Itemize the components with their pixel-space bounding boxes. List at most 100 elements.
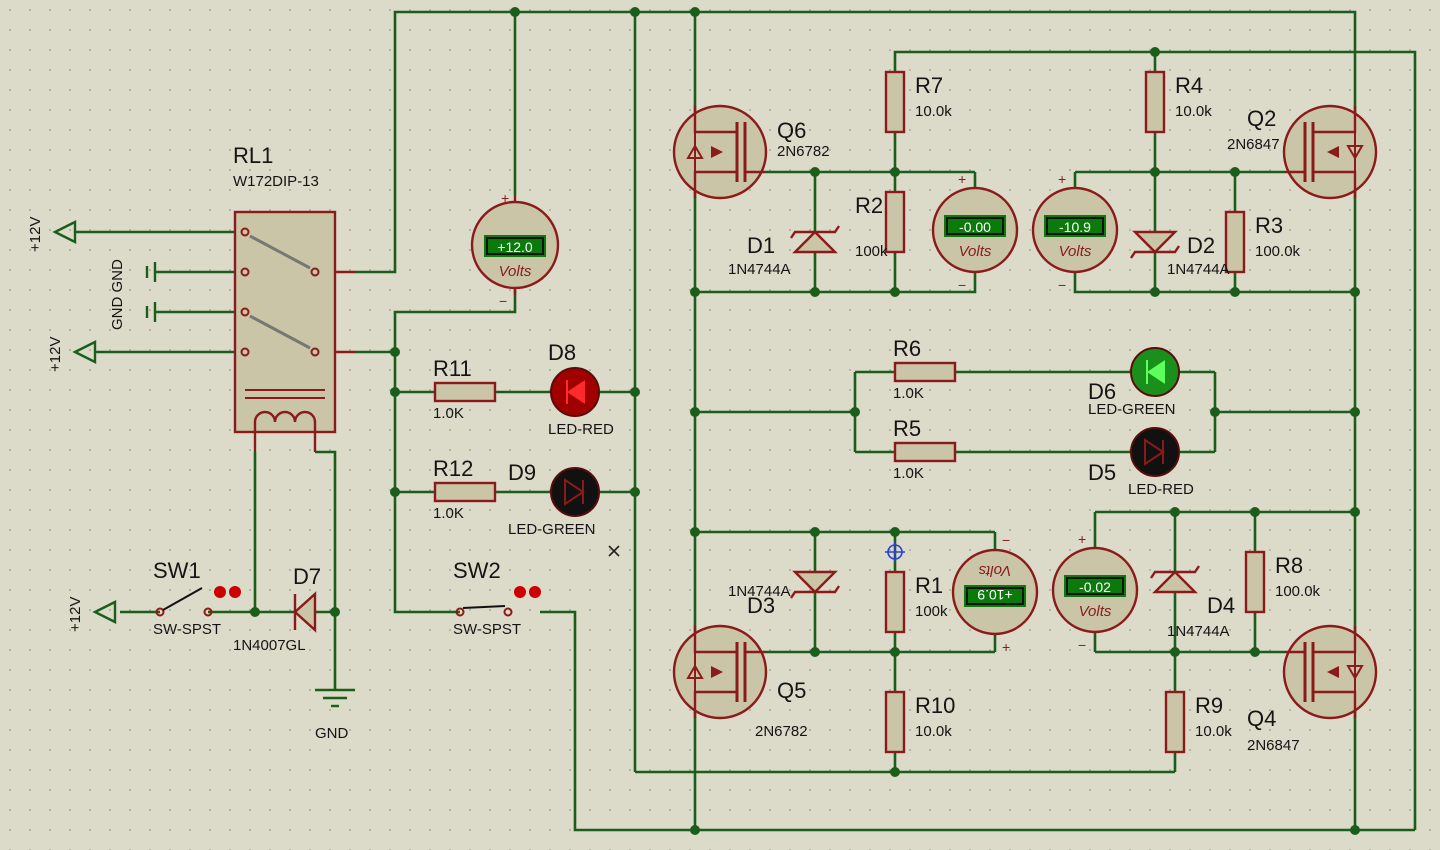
meter-plus: +: [958, 171, 966, 187]
meter-unit: Volts: [1079, 603, 1112, 620]
component-name: R8: [1275, 553, 1303, 578]
resistor-r2[interactable]: R2 100k: [855, 190, 906, 260]
component-value: 1N4744A: [1167, 261, 1230, 278]
switch-sw2[interactable]: SW2 SW-SPST: [453, 558, 541, 638]
power-terminal-sw1[interactable]: +12V: [67, 597, 117, 632]
ground-label: GND: [315, 725, 349, 742]
zener-diode-d2[interactable]: D2 1N4744A: [1130, 230, 1230, 278]
component-name: D9: [508, 460, 536, 485]
junction-nodes: [250, 7, 1360, 835]
resistor-r1[interactable]: R1 100k: [884, 570, 948, 634]
component-name: Q4: [1247, 706, 1276, 731]
switch-toggle-icon[interactable]: [229, 586, 241, 598]
component-value: W172DIP-13: [233, 173, 319, 190]
power-terminal-mid[interactable]: +12V: [47, 337, 97, 372]
voltmeter-m3[interactable]: -10.9 Volts + −: [1031, 171, 1119, 293]
mosfet-q2[interactable]: Q2 2N6847: [1227, 104, 1378, 200]
component-value: 1.0K: [433, 405, 464, 422]
component-value: 1N4744A: [1167, 623, 1230, 640]
component-name: R3: [1255, 213, 1283, 238]
switch-toggle-icon[interactable]: [214, 586, 226, 598]
component-name: D1: [747, 233, 775, 258]
led-d9-green[interactable]: D9 LED-GREEN: [508, 460, 600, 538]
meter-plus: +: [1002, 639, 1010, 655]
component-name: R6: [893, 336, 921, 361]
cursor-crosshair-icon: [885, 542, 905, 562]
component-name: D7: [293, 564, 321, 589]
voltmeter-m2[interactable]: -0.00 Volts + −: [931, 171, 1019, 293]
meter-reading: -0.00: [959, 219, 991, 235]
component-value: 1.0K: [893, 385, 924, 402]
component-value: LED-GREEN: [1088, 401, 1176, 418]
component-value: 100.0k: [1255, 243, 1301, 260]
component-name: R1: [915, 573, 943, 598]
component-value: LED-RED: [1128, 481, 1194, 498]
voltmeter-m4[interactable]: +10.9 Volts + −: [951, 532, 1039, 655]
mosfet-q6[interactable]: Q6 2N6782: [672, 104, 830, 200]
component-value: 10.0k: [1195, 723, 1232, 740]
ground-symbol[interactable]: GND: [315, 688, 355, 742]
led-d6-green[interactable]: D6 LED-GREEN: [1088, 347, 1180, 418]
power-label: +12V: [47, 337, 64, 372]
zener-diode-d3[interactable]: 1N4744A D3: [728, 570, 840, 618]
component-value: 1N4007GL: [233, 637, 306, 654]
component-name: D3: [747, 593, 775, 618]
resistor-r10[interactable]: R10 10.0k: [884, 690, 955, 754]
meter-reading: -0.02: [1079, 579, 1111, 595]
switch-toggle-icon[interactable]: [514, 586, 526, 598]
zener-diode-d4[interactable]: D4 1N4744A: [1150, 565, 1235, 640]
diode-d7[interactable]: D7 1N4007GL: [233, 564, 321, 654]
resistor-r8[interactable]: R8 100.0k: [1244, 550, 1321, 614]
component-name: R4: [1175, 73, 1203, 98]
relay-rl1[interactable]: RL1 W172DIP-13: [233, 143, 355, 452]
resistor-r9[interactable]: R9 10.0k: [1164, 690, 1232, 754]
led-d8-red[interactable]: D8 LED-RED: [548, 340, 614, 438]
component-name: R10: [915, 693, 955, 718]
zener-diode-d1[interactable]: D1 1N4744A: [728, 225, 840, 278]
component-value: SW-SPST: [453, 621, 521, 638]
component-value: 2N6847: [1247, 737, 1300, 754]
component-name: D5: [1088, 460, 1116, 485]
meter-plus: +: [501, 190, 509, 206]
mosfet-q5[interactable]: Q5 2N6782: [672, 624, 808, 740]
component-name: Q2: [1247, 106, 1276, 131]
voltmeter-m1[interactable]: +12.0 Volts + −: [470, 190, 560, 309]
component-value: 10.0k: [915, 103, 952, 120]
resistor-r11[interactable]: R11 1.0K: [433, 356, 497, 422]
component-value: SW-SPST: [153, 621, 221, 638]
power-terminal-top[interactable]: +12V: [27, 217, 77, 252]
component-name: R2: [855, 193, 883, 218]
component-name: R5: [893, 416, 921, 441]
resistor-r12[interactable]: R12 1.0K: [433, 456, 497, 522]
meter-unit: Volts: [978, 562, 1011, 579]
meter-reading: +10.9: [977, 587, 1013, 603]
component-name: D6: [1088, 379, 1116, 404]
component-value: 10.0k: [915, 723, 952, 740]
meter-minus: −: [1002, 532, 1010, 548]
component-value: 1.0K: [893, 465, 924, 482]
resistor-r7[interactable]: R7 10.0k: [884, 70, 952, 134]
switch-sw1[interactable]: SW1 SW-SPST: [153, 558, 241, 638]
power-label: +12V: [67, 597, 84, 632]
resistor-r5[interactable]: R5 1.0K: [893, 416, 957, 482]
meter-unit: Volts: [959, 243, 992, 260]
component-value: 1N4744A: [728, 261, 791, 278]
component-name: D2: [1187, 233, 1215, 258]
meter-plus: +: [1058, 171, 1066, 187]
component-value: LED-RED: [548, 421, 614, 438]
meter-reading: +12.0: [497, 239, 533, 255]
component-value: LED-GREEN: [508, 521, 596, 538]
component-value: 100.0k: [1275, 583, 1321, 600]
voltmeter-m5[interactable]: -0.02 Volts + −: [1051, 531, 1139, 653]
resistor-r3[interactable]: R3 100.0k: [1224, 210, 1301, 274]
ground-pair-symbol[interactable]: GND GND: [109, 259, 157, 330]
component-name: SW2: [453, 558, 501, 583]
switch-toggle-icon[interactable]: [529, 586, 541, 598]
mosfet-q4[interactable]: Q4 2N6847: [1247, 624, 1378, 754]
component-name: Q5: [777, 678, 806, 703]
component-value: 2N6782: [755, 723, 808, 740]
resistor-r6[interactable]: R6 1.0K: [893, 336, 957, 402]
led-d5-red[interactable]: D5 LED-RED: [1088, 427, 1194, 498]
resistor-r4[interactable]: R4 10.0k: [1144, 70, 1212, 134]
